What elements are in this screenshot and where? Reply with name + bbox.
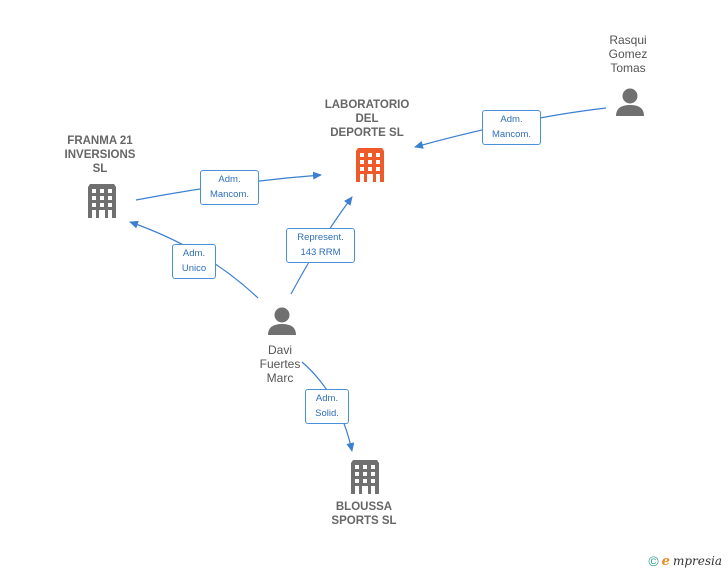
edge-label-davi-franma: Adm. Unico — [172, 244, 216, 279]
edge-label-davi-laboratorio: Represent. 143 RRM — [286, 228, 355, 263]
copyright-symbol: © — [648, 553, 659, 569]
node-label-franma-21-inversions[interactable]: FRANMA 21 INVERSIONS SL — [64, 135, 136, 175]
building-icon — [88, 184, 116, 218]
building-icon — [351, 460, 379, 494]
edge-label-franma-laboratorio: Adm. Mancom. — [200, 170, 259, 205]
person-icon — [268, 307, 296, 335]
edge-label-rasqui-laboratorio: Adm. Mancom. — [482, 110, 541, 145]
brand-initial: e — [661, 553, 670, 569]
node-label-rasqui-gomez-tomas[interactable]: Rasqui Gomez Tomas — [608, 33, 648, 75]
node-label-laboratorio-del-deporte[interactable]: LABORATORIO DEL DEPORTE SL — [324, 99, 410, 139]
node-label-bloussa-sports[interactable]: BLOUSSA SPORTS SL — [331, 501, 397, 527]
building-icon — [354, 148, 386, 182]
person-icon — [616, 88, 644, 116]
brand-name: mpresia — [672, 554, 722, 568]
edge-label-davi-bloussa: Adm. Solid. — [305, 389, 349, 424]
node-label-davi-fuertes-marc[interactable]: Davi Fuertes Marc — [259, 343, 301, 385]
